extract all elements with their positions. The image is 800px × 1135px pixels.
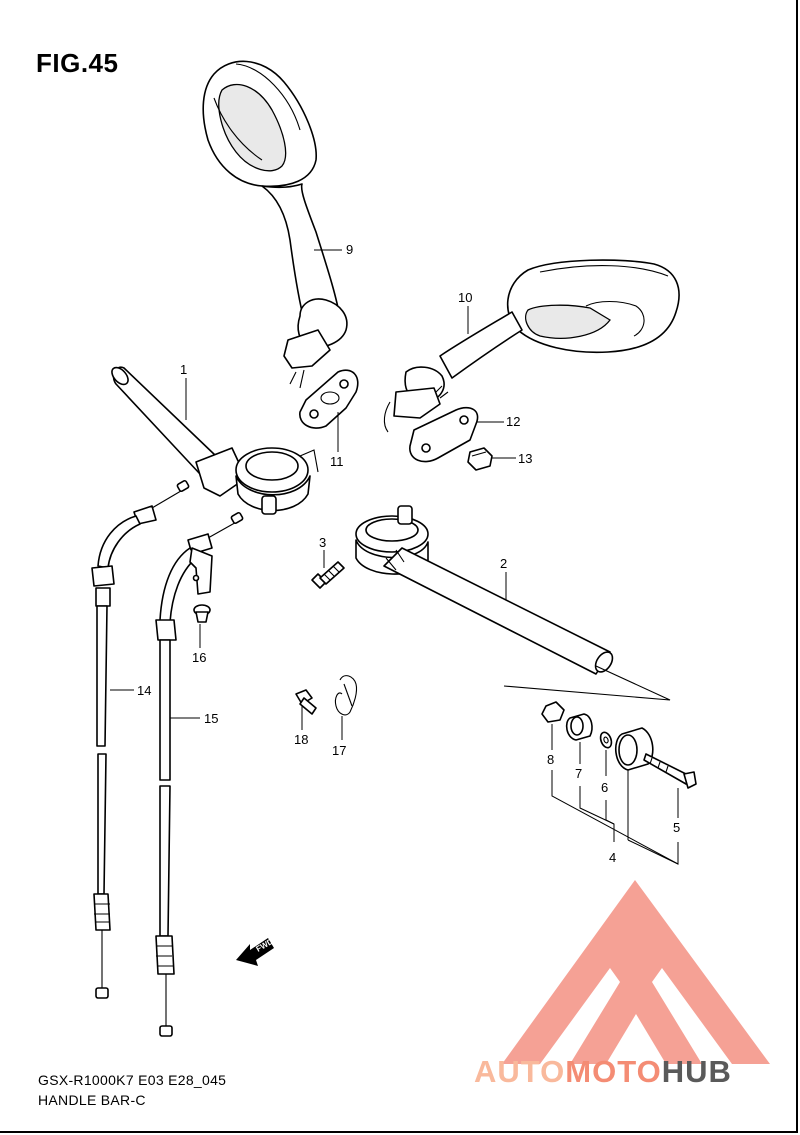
- callout-8: 8: [547, 752, 554, 767]
- forward-direction-arrow: FWD: [236, 937, 275, 966]
- part-3-bolt: [311, 561, 345, 589]
- callout-15: 15: [204, 711, 218, 726]
- callout-10: 10: [458, 290, 472, 305]
- part-14-throttle-cable: [91, 479, 190, 999]
- watermark-text: AUTOMOTOHUB: [474, 1054, 732, 1089]
- part-12-mirror-bracket: [409, 406, 479, 463]
- model-code: GSX-R1000K7 E03 E28_045: [38, 1072, 227, 1088]
- callout-16: 16: [192, 650, 206, 665]
- watermark-text-hub: HUB: [662, 1054, 732, 1089]
- callout-13: 13: [518, 451, 532, 466]
- callout-numbers: 1 2 3 4 5 6 7 8 9 10 11 12 13 14 15 16 1…: [137, 242, 680, 865]
- callout-7: 7: [575, 766, 582, 781]
- part-15-throttle-cable: [155, 511, 244, 1037]
- watermark-text-auto: AUTO: [474, 1054, 565, 1089]
- part-8-collar: [541, 701, 565, 723]
- part-7-spacer: [565, 713, 593, 741]
- watermark-text-moto: MOTO: [565, 1054, 661, 1089]
- callout-3: 3: [319, 535, 326, 550]
- part-9-left-mirror: [202, 60, 348, 389]
- part-10-right-mirror: [383, 259, 680, 433]
- figure-title: FIG.45: [36, 48, 119, 78]
- callout-6: 6: [601, 780, 608, 795]
- callout-5: 5: [673, 820, 680, 835]
- callout-9: 9: [346, 242, 353, 257]
- part-4-balancer-weight: [615, 727, 654, 771]
- part-13-nut: [467, 447, 493, 471]
- callout-18: 18: [294, 732, 308, 747]
- watermark-logo-icon: [502, 880, 770, 1064]
- part-5-screw: [643, 753, 697, 789]
- callout-1: 1: [180, 362, 187, 377]
- part-17-clamp: [334, 675, 358, 716]
- callout-11: 11: [330, 454, 344, 469]
- callout-2: 2: [500, 556, 507, 571]
- part-1-left-handlebar: [111, 366, 319, 515]
- callout-leaders: [110, 249, 679, 865]
- part-16-screw: [193, 604, 211, 623]
- callout-4: 4: [609, 850, 616, 865]
- automotohub-watermark: AUTOMOTOHUB: [474, 880, 770, 1089]
- part-2-right-handlebar: [355, 505, 671, 701]
- part-18-screw: [295, 689, 317, 715]
- callout-14: 14: [137, 683, 151, 698]
- part-6-washer: [599, 731, 613, 749]
- part-11-mirror-bracket: [299, 369, 359, 429]
- callout-12: 12: [506, 414, 520, 429]
- section-name: HANDLE BAR-C: [38, 1092, 146, 1108]
- callout-17: 17: [332, 743, 346, 758]
